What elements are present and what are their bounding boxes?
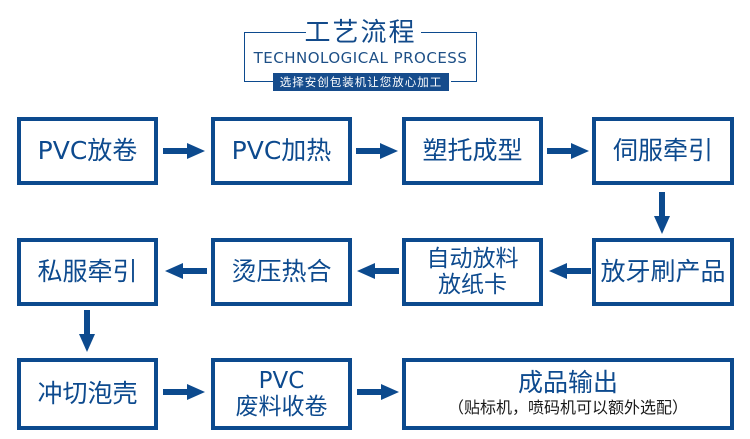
arrow-down-icon xyxy=(654,192,670,234)
step-label: 伺服牵引 xyxy=(612,136,713,165)
step-product-output: 成品输出 （贴标机，喷码机可以额外选配） xyxy=(402,358,734,430)
step-label: 塑托成型 xyxy=(422,136,523,165)
step-label-line1: PVC xyxy=(258,368,305,394)
diagram-tagline: 选择安创包装机让您放心加工 xyxy=(273,73,449,91)
step-label-line1: 自动放料 xyxy=(426,246,519,272)
step-auto-feed-card: 自动放料 放纸卡 xyxy=(402,238,543,306)
header-frame xyxy=(244,32,477,82)
step-pvc-heating: PVC加热 xyxy=(211,117,352,185)
step-servo-traction-2: 私服牵引 xyxy=(17,238,158,306)
step-label-line2: 放纸卡 xyxy=(438,272,507,298)
step-pvc-waste-rewind: PVC 废料收卷 xyxy=(211,358,352,430)
arrow-right-icon xyxy=(163,384,205,400)
step-pvc-unwind: PVC放卷 xyxy=(17,117,158,185)
step-label: 放牙刷产品 xyxy=(600,257,726,286)
diagram-subtitle: TECHNOLOGICAL PROCESS xyxy=(253,49,468,67)
step-label: 冲切泡壳 xyxy=(37,379,138,408)
step-blister-cutting: 冲切泡壳 xyxy=(17,358,158,430)
arrow-right-icon xyxy=(357,384,399,400)
arrow-right-icon xyxy=(163,143,205,159)
step-note: （贴标机，喷码机可以额外选配） xyxy=(447,398,688,417)
step-servo-traction: 伺服牵引 xyxy=(592,117,734,185)
step-label-line2: 废料收卷 xyxy=(235,394,328,420)
step-place-toothbrush: 放牙刷产品 xyxy=(592,238,734,306)
step-label: 成品输出 xyxy=(517,368,618,397)
step-label: 私服牵引 xyxy=(37,257,138,286)
arrow-left-icon xyxy=(357,263,399,279)
step-label: PVC放卷 xyxy=(37,136,138,165)
step-label: PVC加热 xyxy=(231,136,332,165)
arrow-down-icon xyxy=(79,310,95,352)
step-tray-forming: 塑托成型 xyxy=(402,117,543,185)
arrow-right-icon xyxy=(356,143,398,159)
step-heat-seal: 烫压热合 xyxy=(211,238,352,306)
diagram-title: 工艺流程 xyxy=(304,18,417,48)
step-label: 烫压热合 xyxy=(231,257,332,286)
arrow-left-icon xyxy=(165,263,207,279)
arrow-right-icon xyxy=(547,143,589,159)
arrow-left-icon xyxy=(549,263,591,279)
